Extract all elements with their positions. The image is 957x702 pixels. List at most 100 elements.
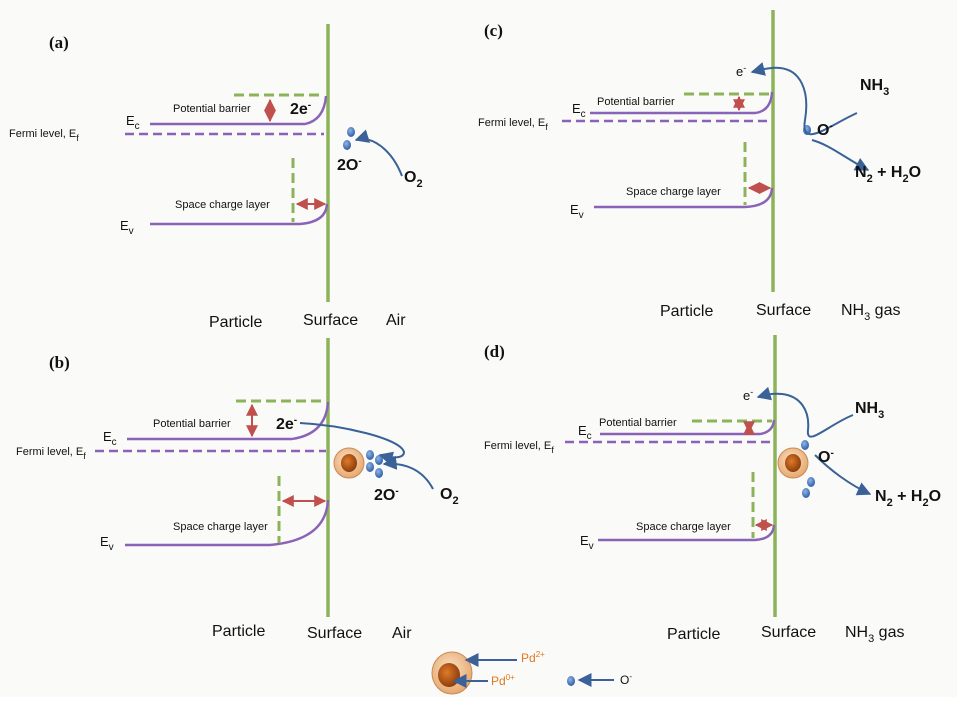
panel-b-electrons-sup: - bbox=[294, 415, 297, 426]
panel-a-surface-label: Surface bbox=[303, 312, 358, 329]
panel-a-adsorbed-sup: - bbox=[358, 156, 361, 167]
panel-d-valence-band bbox=[598, 524, 776, 542]
panel-c-ec-text: E bbox=[572, 101, 581, 116]
panel-b-space-label: Space charge layer bbox=[173, 521, 268, 533]
panel-a-ec-label: Ec bbox=[126, 113, 140, 132]
legend-oxygen-ion bbox=[567, 676, 575, 686]
panel-c: (c) Potential barrier Ec Fermi level, Ef… bbox=[478, 10, 921, 323]
panel-c-barrier-label: Potential barrier bbox=[597, 96, 675, 108]
panel-d-product-arrow bbox=[814, 454, 872, 496]
panel-d-ec-sub: c bbox=[587, 431, 592, 442]
panel-c-electron-text: e bbox=[736, 64, 743, 79]
panel-a-electrons-label: 2e- bbox=[290, 100, 311, 118]
panel-d-ev-sub: v bbox=[589, 541, 594, 552]
panel-a-ec-text: E bbox=[126, 113, 135, 128]
panel-a-adsorbed-label: 2O- bbox=[337, 156, 362, 174]
panel-c-product-label: N2 + H2O bbox=[855, 164, 921, 185]
panel-a-particle-label: Particle bbox=[209, 314, 262, 331]
panel-c-space-label: Space charge layer bbox=[626, 186, 721, 198]
legend-pd0-sup: 0+ bbox=[506, 673, 515, 682]
panel-b-surface-label: Surface bbox=[307, 625, 362, 642]
legend-pd2-sup: 2+ bbox=[536, 650, 545, 659]
panel-a-gas-sub: 2 bbox=[416, 178, 422, 190]
panel-b-barrier-label: Potential barrier bbox=[153, 418, 231, 430]
panel-d-gas-sub: 3 bbox=[868, 633, 874, 645]
panel-d-particle-label: Particle bbox=[667, 626, 720, 643]
legend-pd-particle-core bbox=[438, 663, 460, 687]
panel-b-ev-sub: v bbox=[109, 542, 114, 553]
panel-b-electrons-label: 2e- bbox=[276, 415, 297, 433]
panel-c-ion-sup: - bbox=[829, 121, 832, 132]
panel-d-ec-label: Ec bbox=[578, 423, 592, 442]
panel-a-o2-arrow bbox=[354, 129, 403, 177]
panel-a-space-label: Space charge layer bbox=[175, 199, 270, 211]
panel-d-gas-tail: gas bbox=[874, 624, 904, 641]
panel-d-label: (d) bbox=[484, 342, 505, 361]
legend: Pd2+ Pd0+ O- bbox=[431, 650, 632, 695]
panel-d-product-h-sub: 2 bbox=[922, 497, 928, 509]
panel-a-adsorbed-text: 2O bbox=[337, 157, 358, 174]
panel-c-fermi-text: Fermi level, E bbox=[478, 117, 545, 129]
panel-c-gas-label: NH3 gas bbox=[841, 302, 900, 323]
panel-a-fermi-sub: f bbox=[76, 133, 79, 143]
panel-d-gas-label: NH3 gas bbox=[845, 624, 904, 645]
panel-b-o2-arrow bbox=[382, 455, 434, 490]
panel-c-label: (c) bbox=[484, 21, 503, 40]
panel-b-adsorbed-sup: - bbox=[395, 486, 398, 497]
panel-c-nh3-sub: 3 bbox=[883, 86, 889, 98]
panel-d-nh3-text: NH bbox=[855, 400, 878, 417]
panel-b-fermi-text: Fermi level, E bbox=[16, 446, 83, 458]
panel-c-product-h: + H bbox=[873, 164, 903, 181]
panel-c-product-arrow bbox=[811, 139, 870, 171]
panel-d-electron-label: e- bbox=[743, 387, 753, 403]
panel-a-fermi-label: Fermi level, Ef bbox=[9, 128, 79, 143]
panel-b-ec-sub: c bbox=[112, 437, 117, 448]
panel-d-space-label: Space charge layer bbox=[636, 521, 731, 533]
legend-pd0-text: Pd bbox=[491, 674, 506, 688]
panel-a-conduction-band bbox=[150, 95, 328, 126]
panel-b-pd-particle-core bbox=[341, 454, 357, 472]
panel-d-product-label: N2 + H2O bbox=[875, 488, 941, 509]
panel-d-surface-label: Surface bbox=[761, 624, 816, 641]
panel-d-fermi-text: Fermi level, E bbox=[484, 440, 551, 452]
panel-c-fermi-sub: f bbox=[545, 122, 548, 132]
panel-c-ev-sub: v bbox=[579, 210, 584, 221]
panel-b-ev-label: Ev bbox=[100, 534, 114, 553]
panel-b-label: (b) bbox=[49, 353, 70, 372]
panel-d-electron-release-arrow bbox=[756, 386, 854, 438]
panel-b-ec-text: E bbox=[103, 429, 112, 444]
panel-d-oxygen-ion bbox=[802, 488, 810, 498]
panel-b-oxygen-ion bbox=[375, 468, 383, 478]
panel-b-valence-band bbox=[125, 499, 330, 547]
panel-c-ec-label: Ec bbox=[572, 101, 586, 120]
panel-c-ion-text: O bbox=[817, 122, 829, 139]
panel-c-electron-release-arrow bbox=[750, 62, 858, 135]
legend-oxygen-text: O bbox=[620, 673, 629, 687]
panel-d-conduction-band bbox=[600, 419, 776, 436]
panel-c-product-n-sub: 2 bbox=[867, 173, 873, 185]
panel-a-electrons-text: 2e bbox=[290, 101, 308, 118]
panel-d-electron-text: e bbox=[743, 388, 750, 403]
panel-d-nh3-label: NH3 bbox=[855, 400, 884, 421]
panel-d-fermi-sub: f bbox=[551, 445, 554, 455]
panel-b-gas-sub: 2 bbox=[452, 495, 458, 507]
panel-b-fermi-label: Fermi level, Ef bbox=[16, 446, 86, 461]
panel-a-gas-label: O2 bbox=[404, 169, 423, 190]
panel-b-conduction-band bbox=[127, 401, 330, 441]
panel-c-nh3-text: NH bbox=[860, 77, 883, 94]
panel-b-gas-label: O2 bbox=[440, 486, 459, 507]
panel-c-ec-sub: c bbox=[581, 109, 586, 120]
panel-b-ec-label: Ec bbox=[103, 429, 117, 448]
panel-a-air-label: Air bbox=[386, 312, 406, 329]
panel-c-product-n: N bbox=[855, 164, 867, 181]
panel-c-ev-text: E bbox=[570, 202, 579, 217]
panel-c-fermi-label: Fermi level, Ef bbox=[478, 117, 548, 132]
legend-pd2-text: Pd bbox=[521, 651, 536, 665]
panel-c-particle-label: Particle bbox=[660, 303, 713, 320]
panel-d-oxygen-ion bbox=[801, 440, 809, 450]
panel-c-ev-label: Ev bbox=[570, 202, 584, 221]
panel-a-ec-sub: c bbox=[135, 121, 140, 132]
panel-d-nh3-sub: 3 bbox=[878, 409, 884, 421]
